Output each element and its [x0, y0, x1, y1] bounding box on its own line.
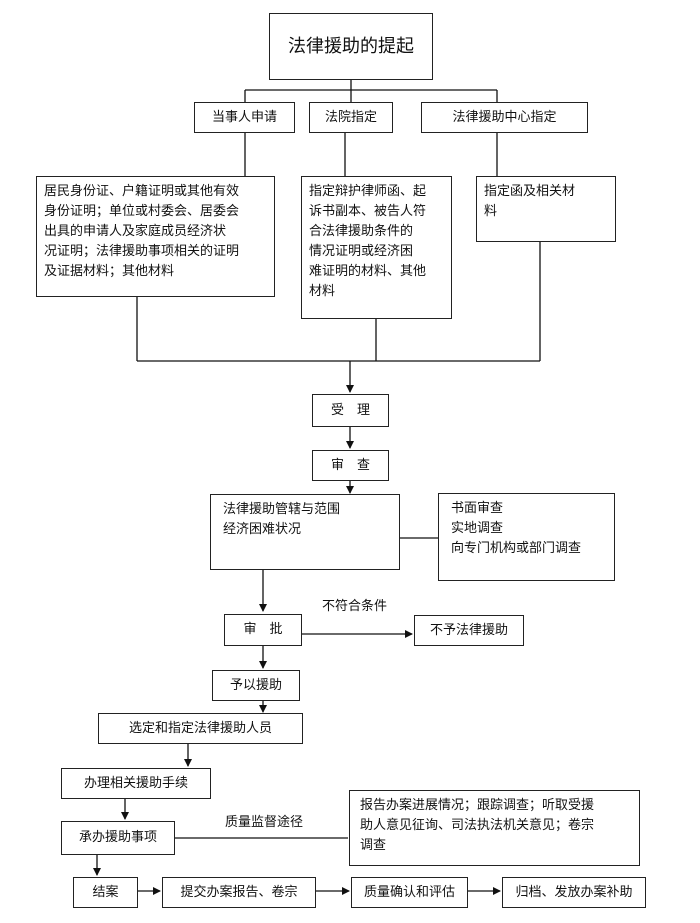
materials-party-line: 身份证明；单位或村委会、居委会: [44, 204, 240, 219]
supervision-box: 报告办案进展情况；跟踪调查；听取受援 助人意见征询、司法执法机关意见；卷宗 调查: [349, 790, 640, 866]
materials-court-line: 情况证明或经济困: [309, 244, 414, 259]
materials-center-box: 指定函及相关材 料: [476, 176, 616, 242]
handle-box: 承办援助事项: [61, 821, 175, 855]
materials-center-line: 指定函及相关材: [484, 184, 576, 199]
materials-court-line: 指定辩护律师函、起: [309, 184, 427, 199]
materials-party-line: 居民身份证、户籍证明或其他有效: [44, 184, 240, 199]
review-method: 向专门机构或部门调查: [451, 541, 582, 556]
review-item: 经济困难状况: [223, 522, 302, 537]
materials-center-line: 料: [484, 204, 498, 219]
supervision-label: 质量监督途径: [225, 815, 304, 830]
accept-label: 受 理: [330, 402, 370, 418]
materials-party-line: 出具的申请人及家庭成员经济状: [44, 224, 227, 239]
title-box: 法律援助的提起: [269, 13, 433, 80]
close-label: 结案: [92, 884, 119, 900]
not-qualified-label: 不符合条件: [322, 599, 388, 614]
assign-box: 选定和指定法律援助人员: [98, 713, 303, 744]
submit-box: 提交办案报告、卷宗: [162, 877, 316, 908]
submit-label: 提交办案报告、卷宗: [180, 884, 298, 900]
source-court-label: 法院指定: [324, 109, 377, 125]
source-center-box: 法律援助中心指定: [421, 102, 588, 133]
review-box: 审 查: [312, 450, 389, 481]
deny-box: 不予法律援助: [414, 615, 524, 646]
review-item: 法律援助管辖与范围: [223, 502, 341, 517]
materials-party-line: 及证据材料；其他材料: [44, 264, 175, 279]
supervision-line: 报告办案进展情况；跟踪调查；听取受援: [360, 798, 595, 813]
procedures-label: 办理相关援助手续: [83, 775, 188, 791]
materials-court-box: 指定辩护律师函、起 诉书副本、被告人符 合法律援助条件的 情况证明或经济困 难证…: [301, 176, 452, 319]
quality-box: 质量确认和评估: [351, 877, 468, 908]
approve-label: 审 批: [243, 622, 283, 637]
source-court-box: 法院指定: [309, 102, 393, 133]
materials-party-box: 居民身份证、户籍证明或其他有效 身份证明；单位或村委会、居委会 出具的申请人及家…: [36, 176, 275, 297]
review-method: 实地调查: [451, 521, 504, 536]
source-center-label: 法律援助中心指定: [452, 109, 557, 125]
supervision-line: 助人意见征询、司法执法机关意见；卷宗: [360, 818, 595, 833]
materials-party-line: 况证明；法律援助事项相关的证明: [44, 244, 240, 259]
materials-court-line: 难证明的材料、其他: [309, 264, 427, 279]
assign-label: 选定和指定法律援助人员: [128, 720, 272, 736]
accept-box: 受 理: [312, 394, 389, 427]
review-label: 审 查: [330, 457, 370, 473]
quality-label: 质量确认和评估: [363, 884, 455, 900]
handle-label: 承办援助事项: [78, 830, 157, 845]
review-methods-box: 书面审查 实地调查 向专门机构或部门调查: [438, 493, 615, 581]
supervision-line: 调查: [360, 838, 387, 853]
materials-court-line: 合法律援助条件的: [309, 224, 414, 239]
source-party-label: 当事人申请: [211, 109, 277, 125]
materials-court-line: 诉书副本、被告人符: [309, 204, 427, 219]
grant-label: 予以援助: [229, 677, 282, 693]
deny-label: 不予法律援助: [429, 622, 508, 638]
archive-box: 归档、发放办案补助: [502, 877, 646, 908]
review-items-box: 法律援助管辖与范围 经济困难状况: [210, 494, 400, 570]
procedures-box: 办理相关援助手续: [61, 768, 211, 799]
archive-label: 归档、发放办案补助: [515, 884, 633, 900]
review-method: 书面审查: [451, 501, 504, 516]
close-box: 结案: [73, 877, 138, 908]
approve-box: 审 批: [224, 614, 302, 646]
materials-court-line: 材料: [309, 284, 336, 299]
source-party-box: 当事人申请: [194, 102, 295, 133]
grant-box: 予以援助: [212, 670, 300, 701]
title-text: 法律援助的提起: [288, 35, 414, 57]
